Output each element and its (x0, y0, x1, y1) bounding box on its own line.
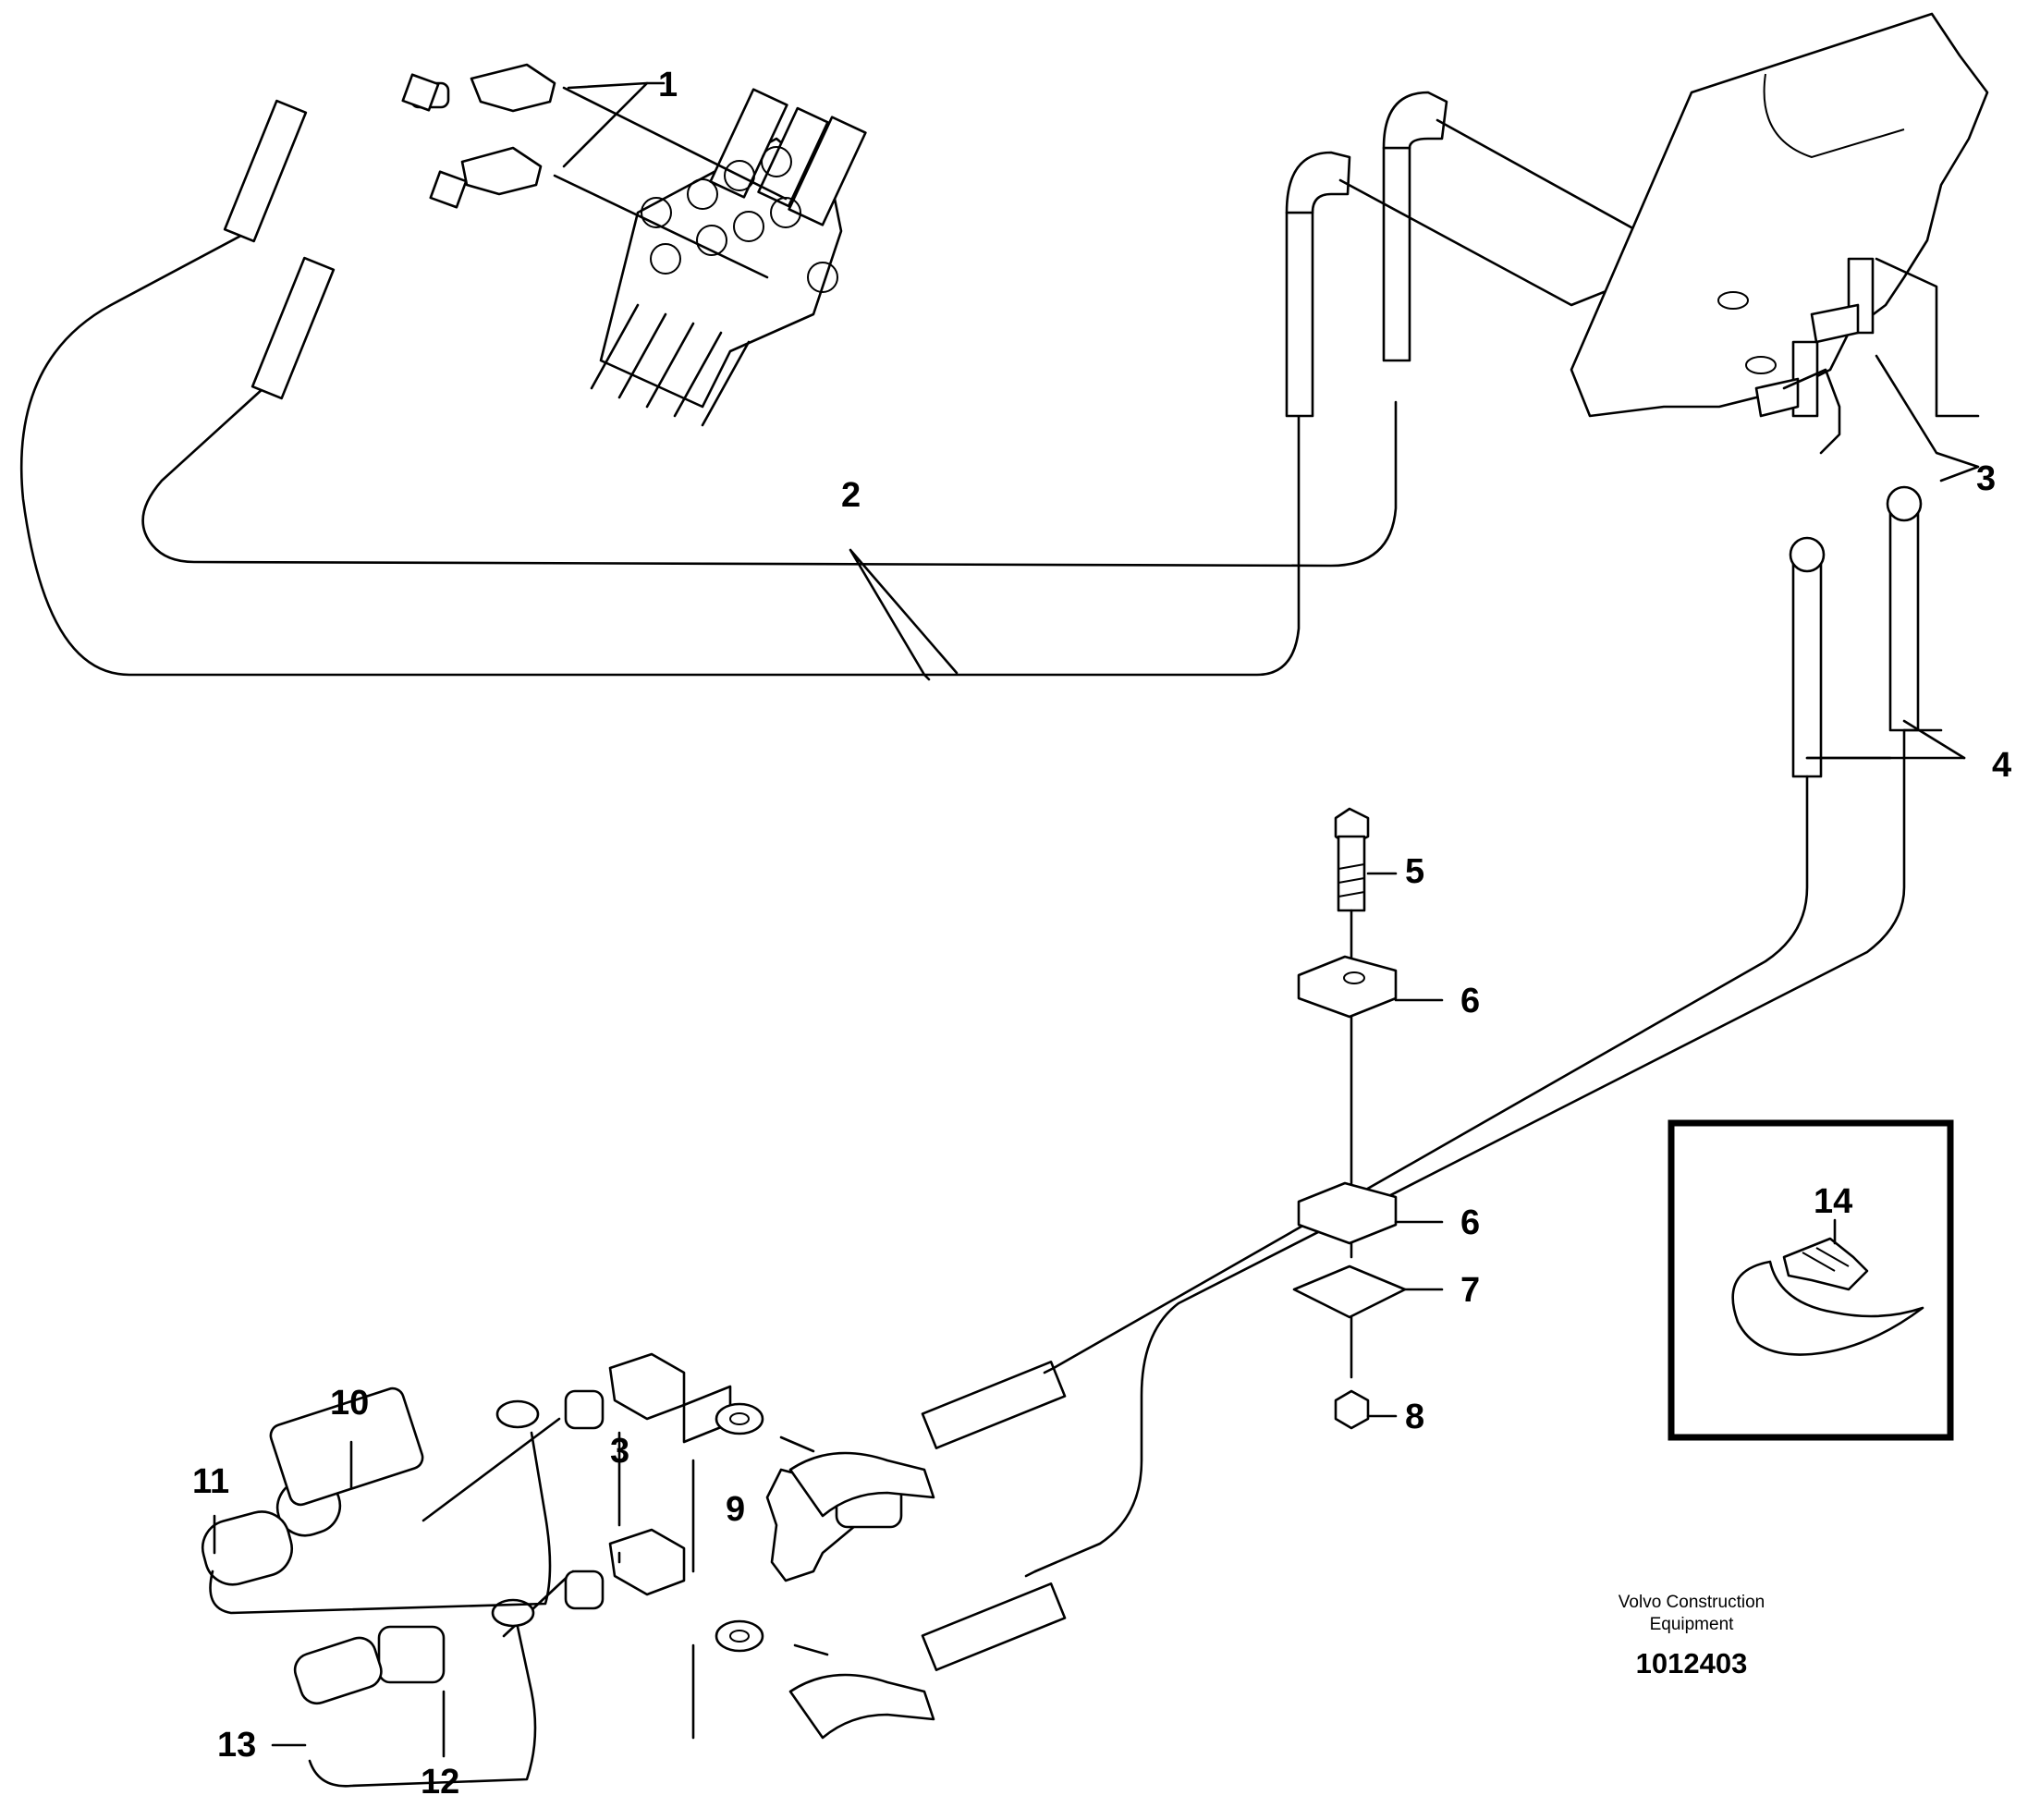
callout-12: 12 (421, 1763, 459, 1802)
callout-8: 8 (1405, 1398, 1424, 1436)
right-hose-run (1033, 485, 1943, 1573)
lower-couplings (201, 1352, 1067, 1788)
frame-panel (1570, 12, 1989, 455)
upper-left-fittings (223, 63, 788, 400)
callout-11: 11 (192, 1462, 229, 1501)
callout-1: 1 (658, 66, 678, 104)
callout-9: 9 (726, 1490, 745, 1529)
callout-7: 7 (1460, 1271, 1480, 1310)
clamp-assembly (1292, 807, 1407, 1430)
callout-6-lower: 6 (1460, 1203, 1480, 1242)
callout-13: 13 (217, 1726, 256, 1765)
drawing-number: 1012403 (1635, 1647, 1748, 1680)
callout-2: 2 (841, 476, 861, 515)
callouts: 1 2 3 4 5 6 6 7 8 3 9 10 11 12 13 14 (192, 66, 2011, 1802)
callout-4: 4 (1992, 746, 2011, 785)
callout-5: 5 (1405, 852, 1424, 891)
control-valve (590, 88, 867, 427)
callout-6-upper: 6 (1460, 982, 1480, 1020)
upper-right-hose-ends (1285, 91, 1666, 418)
callout-14: 14 (1814, 1182, 1852, 1221)
leader-lines (213, 81, 1980, 1758)
callout-10: 10 (330, 1384, 369, 1423)
callout-3-upper: 3 (1976, 459, 1996, 498)
upper-hose-loop (19, 229, 1398, 677)
callout-3-lower: 3 (610, 1432, 629, 1471)
detail-inset (1668, 1119, 1954, 1441)
manufacturer-label: Volvo Construction Equipment (1618, 1593, 1765, 1634)
